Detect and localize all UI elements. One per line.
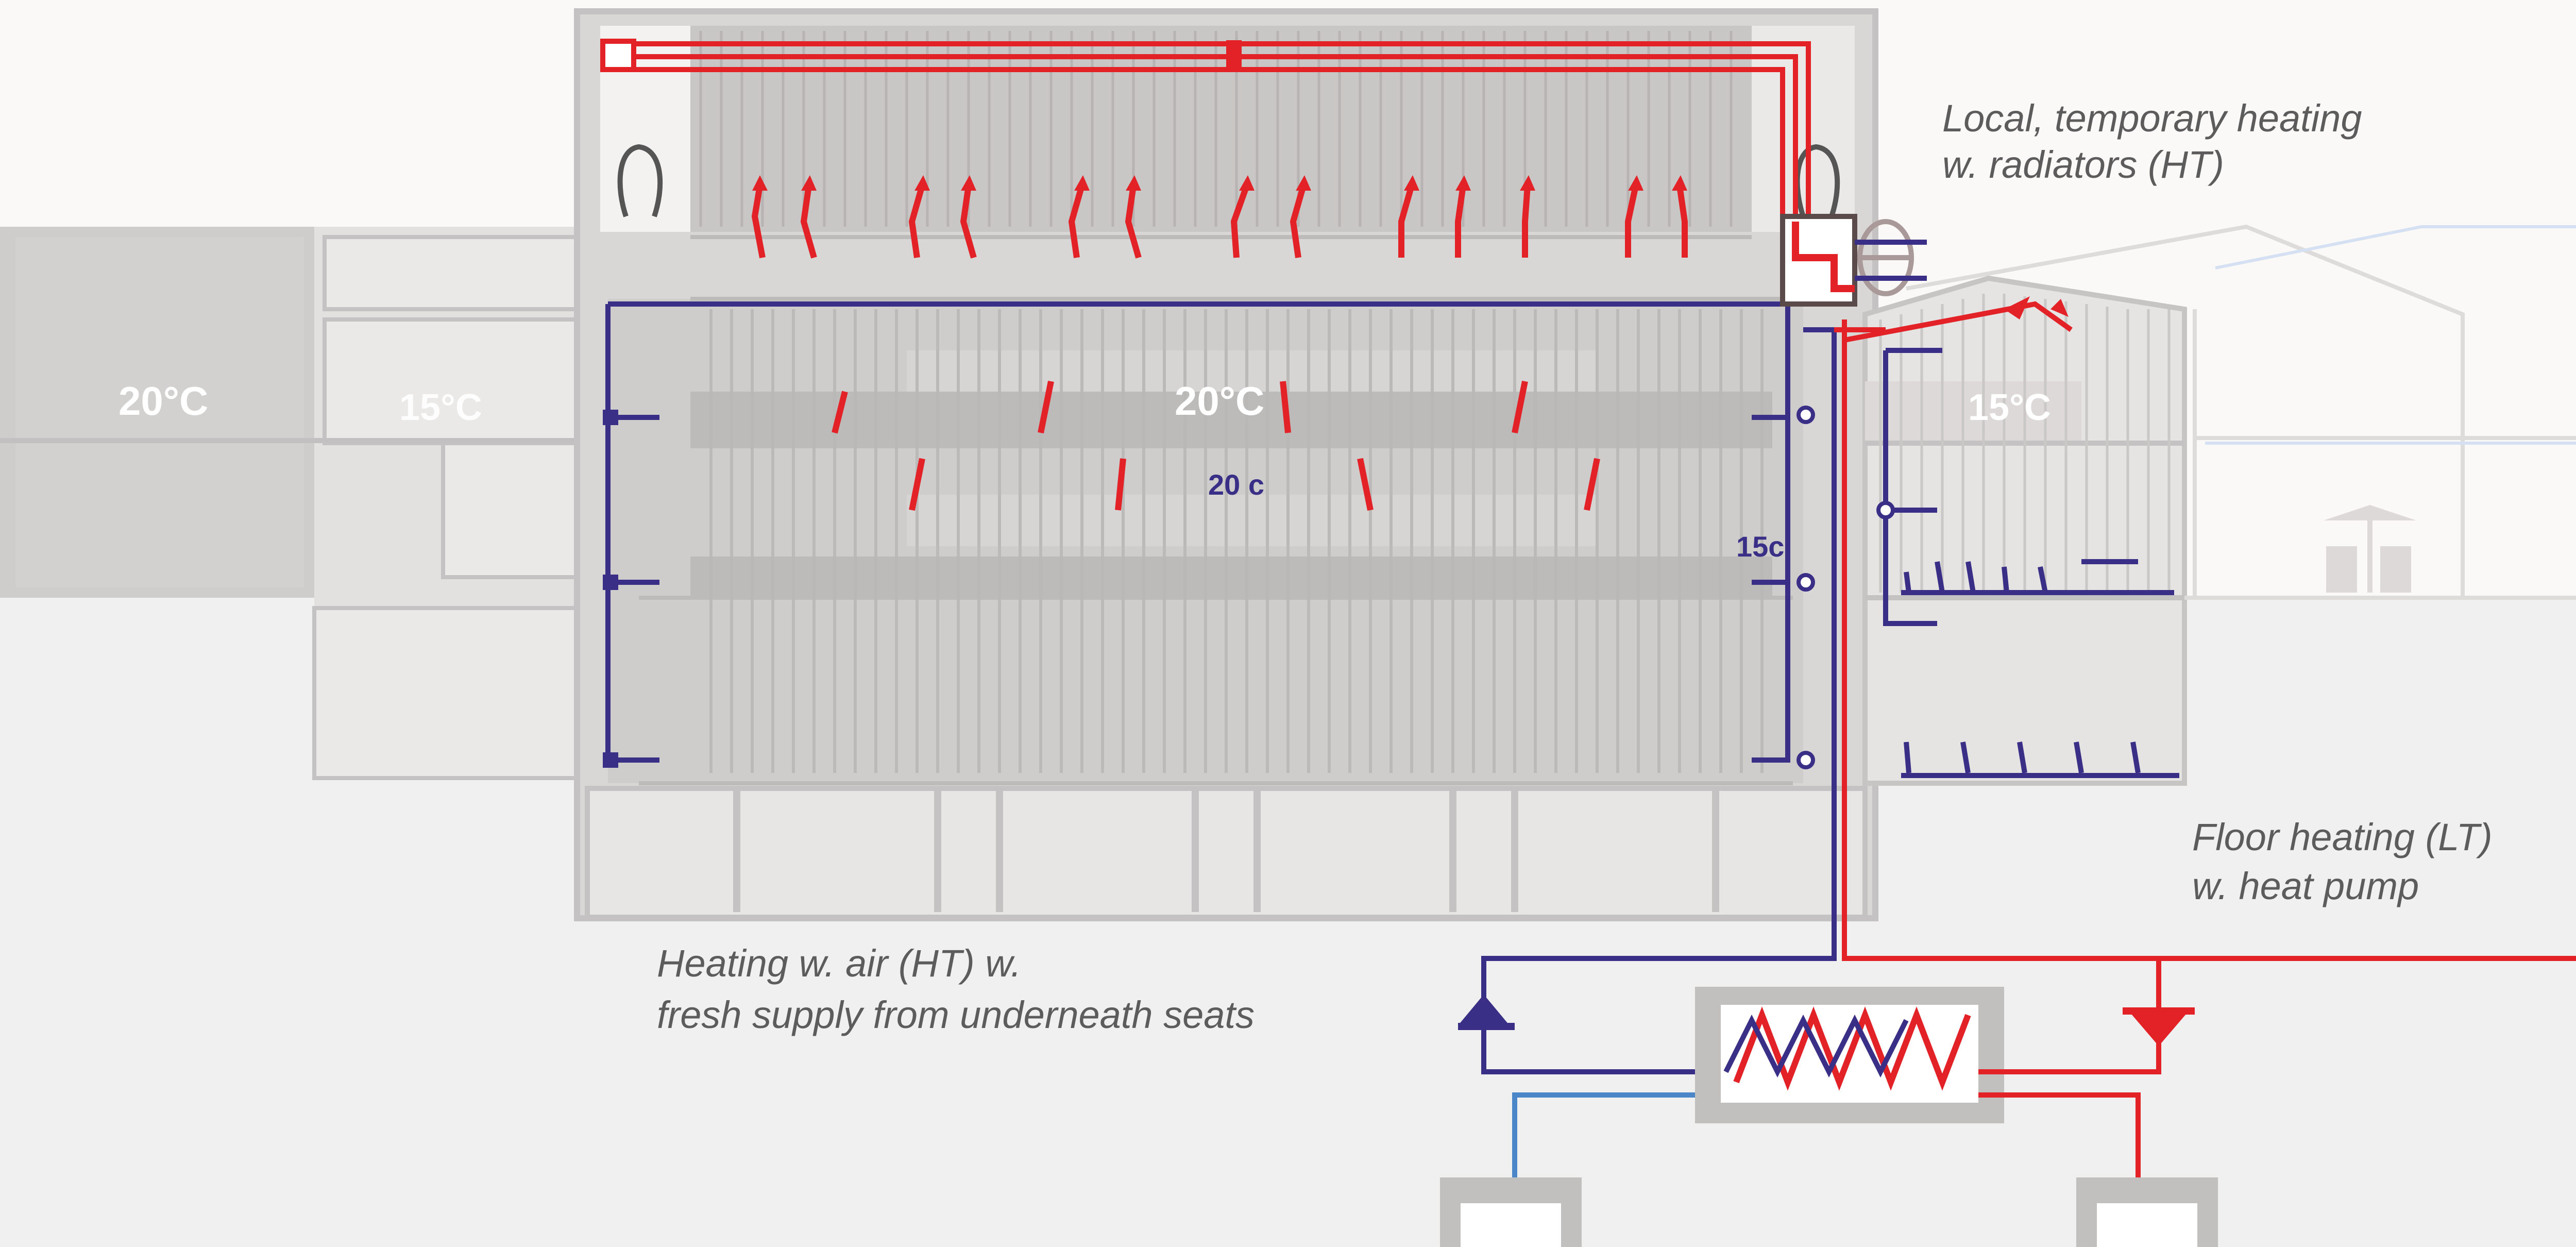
supply-manifold	[1226, 40, 1242, 71]
air-heating-label-line2: fresh supply from underneath seats	[657, 993, 1255, 1036]
temp-side-small: 15c	[1736, 530, 1784, 563]
temp-hall-small: 20 c	[1208, 468, 1264, 501]
floor-heating-label-line1: Floor heating (LT)	[2192, 816, 2493, 858]
temp-left-building: 20°C	[118, 378, 208, 424]
local-heating-label-line1: Local, temporary heating	[1942, 97, 2362, 140]
floor-heating-label-line2: w. heat pump	[2192, 865, 2419, 907]
temp-right-annex: 15°C	[1968, 387, 2051, 428]
temp-left-annex: 15°C	[399, 387, 482, 428]
heat-exchanger-icon	[1695, 987, 2004, 1123]
main-hall	[577, 11, 1875, 918]
air-heating-label-line1: Heating w. air (HT) w.	[657, 942, 1021, 985]
local-heating-label-line2: w. radiators (HT)	[1942, 143, 2224, 186]
temp-hall: 20°C	[1175, 378, 1264, 424]
supply-valve-left	[603, 41, 634, 70]
umbrella-icon	[2324, 505, 2416, 593]
